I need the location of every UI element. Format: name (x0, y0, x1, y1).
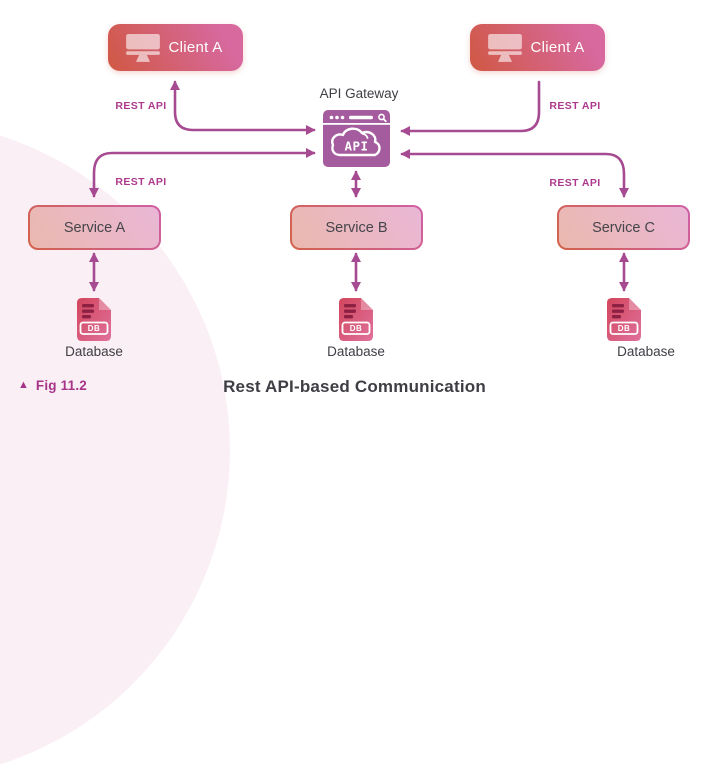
client-label: Client A (530, 39, 585, 56)
api-gateway-icon: API (323, 110, 390, 167)
rest-api-label-top-right: REST API (549, 100, 601, 112)
database-label: Database (327, 344, 385, 359)
arrow-gateway-client-left (170, 80, 316, 135)
client-label: Client A (168, 39, 223, 56)
db-icon-text: DB (618, 324, 631, 333)
database-label: Database (65, 344, 123, 359)
client-a-right-box: Client A (470, 24, 605, 71)
service-label: Service B (325, 219, 388, 236)
service-label: Service A (63, 219, 126, 236)
diagram-title: Rest API-based Communication (223, 377, 486, 396)
client-a-left-box: Client A (108, 24, 243, 71)
database-label: Database (617, 344, 675, 359)
database-file-icon: DB (607, 298, 641, 341)
monitor-icon (488, 33, 522, 62)
service-c-box: Service C (557, 205, 690, 250)
service-a-box: Service A (28, 205, 161, 250)
database-file-icon: DB (339, 298, 373, 341)
figure-number: Fig 11.2 (35, 378, 88, 393)
arrow-gateway-service-c (400, 149, 629, 198)
rest-api-label-mid-left: REST API (115, 176, 167, 188)
arrow-gateway-service-a (89, 148, 316, 198)
db-icon-text: DB (350, 324, 363, 333)
api-gateway-label: API Gateway (319, 86, 399, 101)
db-icon-text: DB (88, 324, 101, 333)
figure-caption: ▲ Fig 11.2 (18, 378, 87, 393)
arrow-client-right-gateway (400, 80, 541, 136)
service-label: Service C (592, 219, 655, 236)
rest-api-label-mid-right: REST API (549, 177, 601, 189)
monitor-icon (126, 33, 160, 62)
api-icon-text: API (344, 139, 368, 154)
rest-api-label-top-left: REST API (115, 100, 167, 112)
service-b-box: Service B (290, 205, 423, 250)
database-file-icon: DB (77, 298, 111, 341)
triangle-icon: ▲ (18, 379, 29, 391)
connector-arrows (89, 80, 629, 292)
